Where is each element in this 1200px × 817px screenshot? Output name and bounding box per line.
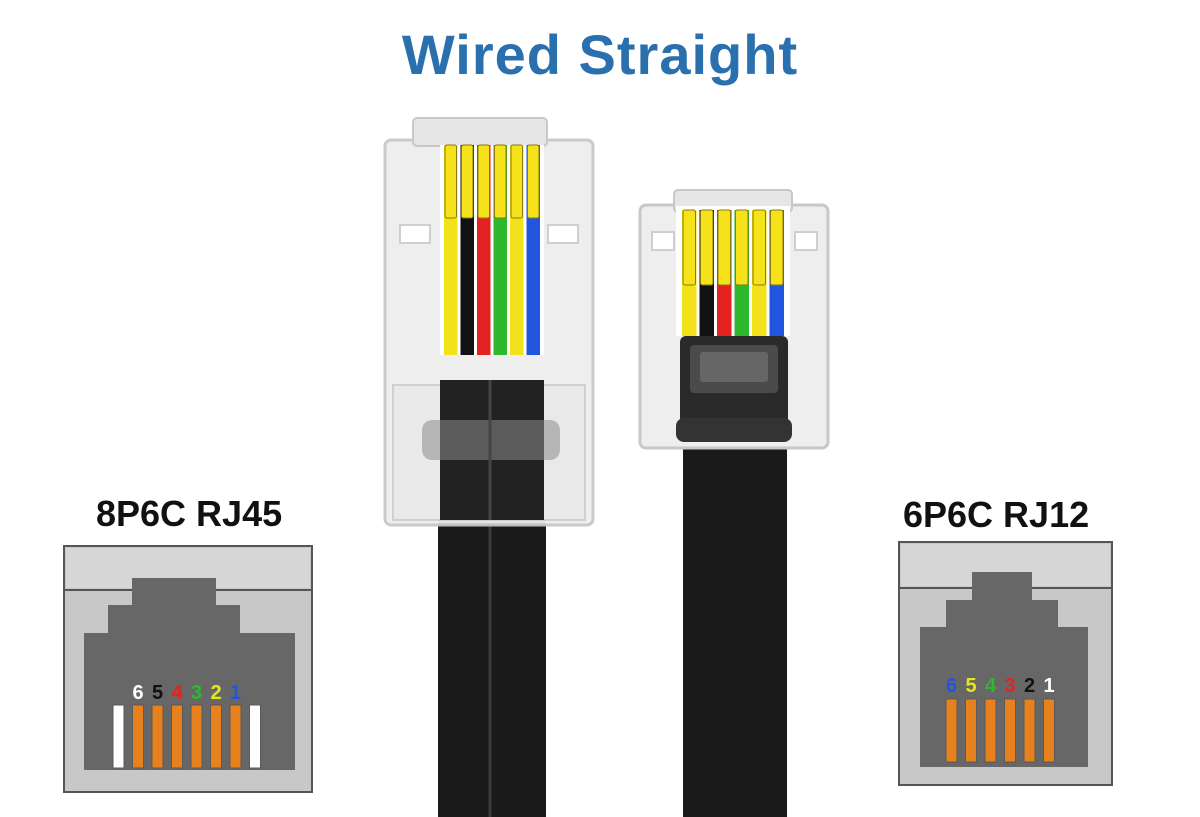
plug-contact-blade [444,144,457,219]
plug-contact-blade [770,209,784,286]
contact-pin [945,698,958,763]
contact-pin [132,704,144,769]
rj12-label: 6P6C RJ12 [903,494,1090,535]
page-title: Wired Straight [401,23,799,86]
plug-contact-blade [461,144,474,219]
plug-contact-blade [527,144,540,219]
rj45-plug [383,117,595,817]
plug-contact-blade [682,209,696,286]
pin-number: 6 [946,675,957,697]
unused-contact [249,704,261,769]
plug-contact-blade [717,209,731,286]
contact-pin [229,704,242,769]
pin-number: 5 [965,675,976,697]
unused-contact [112,704,125,769]
contact-pin [965,698,977,763]
contact-pin [190,704,203,769]
rj12-contacts [945,698,1055,763]
rj12-plug [638,189,830,817]
contact-pin [151,704,164,769]
contact-pin [171,704,183,769]
contact-pin [1023,698,1036,763]
plug-contact-blade [510,144,523,219]
plug-contact-blade [494,144,507,219]
pin-number: 4 [985,675,997,697]
pin-number: 2 [210,682,221,704]
pin-number: 4 [171,682,183,704]
plug-contact-blade [735,209,749,286]
pin-number: 1 [1043,675,1054,697]
pin-number: 2 [1024,675,1035,697]
plug-contact-blade [752,209,766,286]
pin-number: 5 [152,682,163,704]
pin-number: 6 [132,682,143,704]
pin-number: 1 [230,682,241,704]
plug-contact-blade [477,144,490,219]
pin-number: 3 [191,682,202,704]
contact-pin [984,698,997,763]
plug-contact-blade [700,209,714,286]
contact-pin [1043,698,1055,763]
rj45-label: 8P6C RJ45 [96,493,283,534]
pin-number: 3 [1004,675,1015,697]
rj45-contacts [112,704,261,769]
rj12-wire-colors [682,209,784,336]
contact-pin [210,704,222,769]
contact-pin [1004,698,1016,763]
rj45-wire-colors [444,144,540,355]
